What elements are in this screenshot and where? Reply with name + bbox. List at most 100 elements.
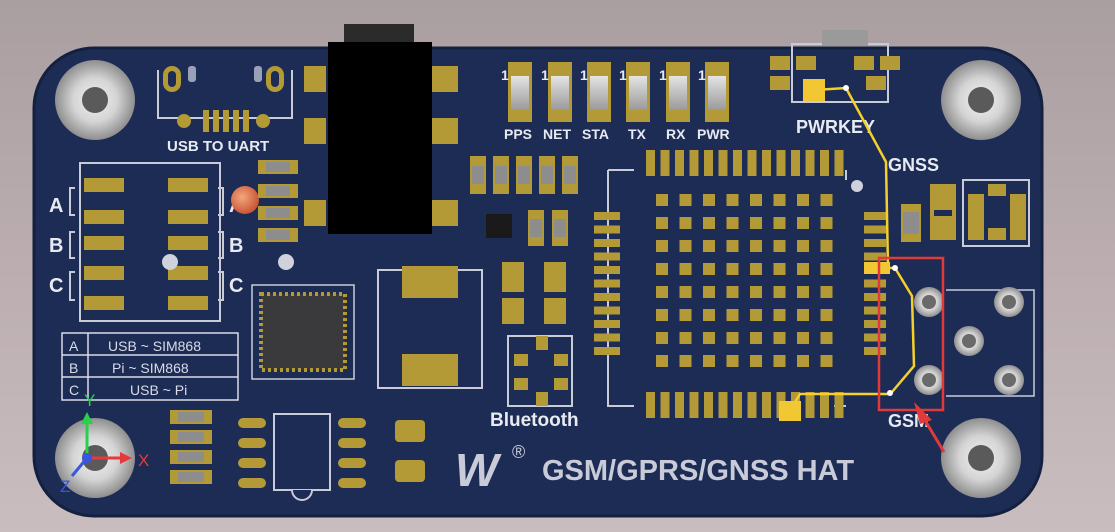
mode-value-a: USB ~ SIM868 <box>108 338 201 354</box>
module-pad <box>656 332 668 344</box>
module-pad <box>656 309 668 321</box>
module-pad <box>703 309 715 321</box>
highlight-box <box>877 256 945 412</box>
module-pad <box>679 286 692 298</box>
module-pad <box>594 239 620 247</box>
trace-via-2 <box>892 265 898 271</box>
module-pad <box>864 293 886 301</box>
axis-x-label: X <box>138 451 149 470</box>
module-pad <box>797 332 809 344</box>
module-pad <box>864 306 886 315</box>
module-pad <box>820 332 833 344</box>
gnss-label: GNSS <box>888 155 939 175</box>
registered-mark: ® <box>512 442 525 462</box>
module-pad <box>703 286 715 298</box>
module-pad <box>594 293 620 301</box>
module-pad <box>726 240 739 252</box>
bluetooth-label: Bluetooth <box>490 410 579 431</box>
module-pad <box>594 306 620 315</box>
dip-switch <box>69 162 224 322</box>
module-pad <box>594 279 620 288</box>
module-pad <box>726 194 739 206</box>
small-pad-1 <box>395 420 425 442</box>
module-pad <box>834 392 844 418</box>
led-count-1: 1 <box>501 67 509 83</box>
module-pad <box>820 286 833 298</box>
module-pad <box>864 333 886 342</box>
mode-value-b: Pi ~ SIM868 <box>112 360 189 376</box>
module-pad <box>703 217 715 229</box>
module-pad <box>594 266 620 274</box>
gsm-connector <box>914 287 1035 397</box>
pwrkey-label: PWRKEY <box>796 117 875 137</box>
module-pad <box>679 240 692 252</box>
module-pad <box>864 279 886 288</box>
module-pad <box>820 392 829 418</box>
module-pad <box>747 392 757 418</box>
bottom-resistors <box>170 410 212 484</box>
module-pad <box>594 333 620 342</box>
mode-value-c: USB ~ Pi <box>130 382 187 398</box>
module-pad <box>750 194 762 206</box>
module-pad <box>704 392 713 418</box>
pwrkey-button <box>770 30 900 103</box>
mid-components <box>502 262 566 324</box>
module-pad <box>703 240 715 252</box>
module-pad <box>750 286 762 298</box>
module-pad <box>679 309 692 321</box>
highlight-arrow <box>914 402 946 453</box>
led-count-4: 1 <box>619 67 627 83</box>
led-row <box>508 62 729 122</box>
module-pad <box>679 355 692 367</box>
module-pad <box>773 217 786 229</box>
module-pad <box>776 150 786 176</box>
led-count-2: 1 <box>541 67 549 83</box>
switch-left-c: C <box>49 275 63 297</box>
module-pad <box>797 194 809 206</box>
module-pad <box>820 263 833 275</box>
module-pad <box>750 332 762 344</box>
bluetooth-module <box>507 335 573 407</box>
led-label-pwr: PWR <box>697 126 730 142</box>
module-pad <box>689 392 699 418</box>
module-pad <box>733 150 742 176</box>
module-pad <box>797 355 809 367</box>
module-pad <box>594 212 620 220</box>
module-pad <box>773 194 786 206</box>
module-pad <box>820 150 829 176</box>
module-pad <box>750 355 762 367</box>
module-pad <box>656 355 668 367</box>
led-count-5: 1 <box>659 67 667 83</box>
module-pad <box>797 286 809 298</box>
module-pad <box>750 240 762 252</box>
module-pad <box>820 309 833 321</box>
module-pad <box>773 286 786 298</box>
axis-y-label: Y <box>84 391 95 410</box>
module-pad <box>747 150 757 176</box>
module-pad <box>820 194 833 206</box>
module-pad <box>864 225 886 234</box>
module-pad <box>660 392 670 418</box>
module-pad <box>797 217 809 229</box>
mode-table <box>61 332 239 401</box>
led-count-6: 1 <box>698 67 706 83</box>
switch-left-a: A <box>49 195 63 217</box>
module-pad <box>750 263 762 275</box>
module-pad <box>864 320 886 328</box>
module-pad <box>834 150 844 176</box>
gnss-connector <box>901 179 1030 247</box>
module-pad <box>864 212 886 220</box>
module-pad <box>820 240 833 252</box>
brand-mark: W <box>455 444 502 496</box>
module-pad <box>864 347 886 355</box>
audio-jack <box>304 24 458 234</box>
module-pad <box>726 355 739 367</box>
module-pad <box>805 150 815 176</box>
module-pad <box>773 332 786 344</box>
module-pad <box>656 263 668 275</box>
switch-right-b: B <box>229 235 243 257</box>
module-pad <box>646 150 655 176</box>
led-count-3: 1 <box>580 67 588 83</box>
